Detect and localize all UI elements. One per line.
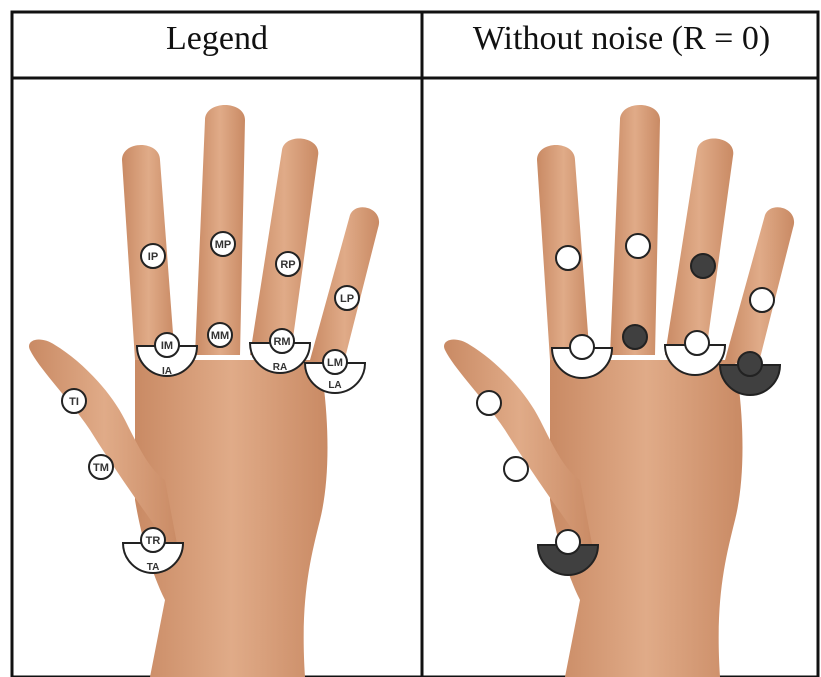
legend-label-la: LA <box>328 380 341 391</box>
legend-label-tr: TR <box>146 535 161 547</box>
state-marker-ip <box>556 246 580 270</box>
state-marker-tm <box>504 457 528 481</box>
state-marker-rp <box>691 254 715 278</box>
legend-label-mm: MM <box>211 330 229 342</box>
legend-label-mp: MP <box>215 239 232 251</box>
legend-label-ta: TA <box>147 562 160 573</box>
legend-label-tm: TM <box>93 462 109 474</box>
legend-label-ip: IP <box>148 251 158 263</box>
legend-label-ti: TI <box>69 396 79 408</box>
state-marker-lm <box>738 352 762 376</box>
state-marker-mm <box>623 325 647 349</box>
legend-label-rp: RP <box>280 259 295 271</box>
state-marker-mp <box>626 234 650 258</box>
legend-label-lp: LP <box>340 293 354 305</box>
state-marker-tr <box>556 530 580 554</box>
state-marker-ti <box>477 391 501 415</box>
legend-label-ia: IA <box>162 366 172 377</box>
state-marker-rm <box>685 331 709 355</box>
state-marker-lp <box>750 288 774 312</box>
legend-label-ra: RA <box>273 362 287 373</box>
state-marker-im <box>570 335 594 359</box>
legend-label-im: IM <box>161 340 173 352</box>
legend-label-lm: LM <box>327 357 343 369</box>
legend-label-rm: RM <box>273 336 290 348</box>
